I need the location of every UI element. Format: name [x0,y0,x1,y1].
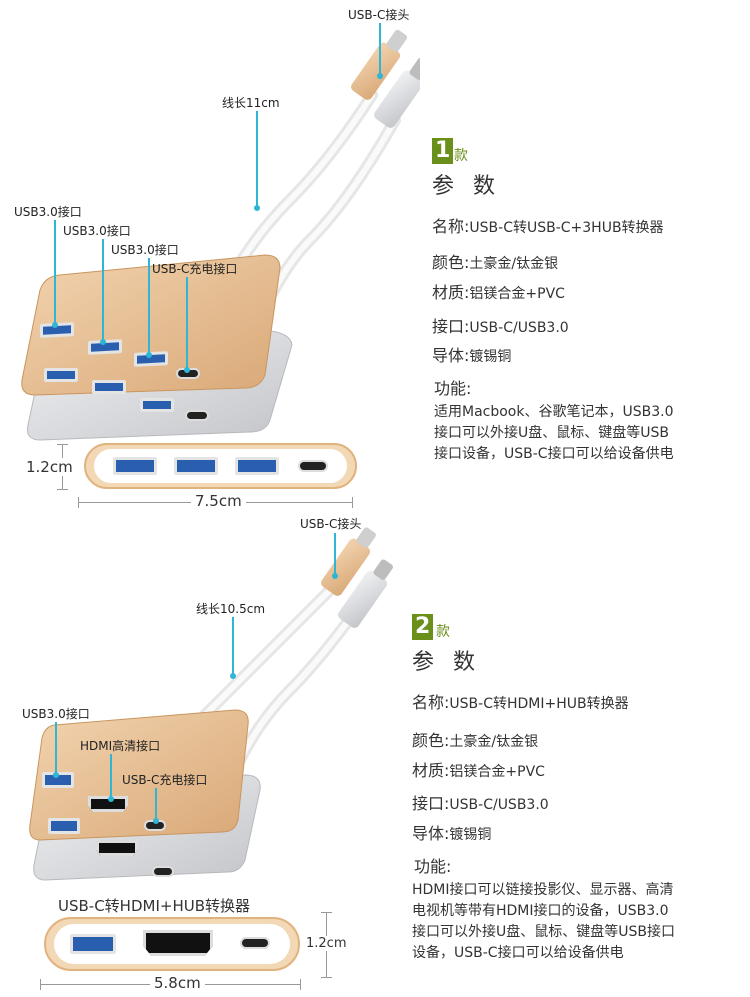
usb-port-icon [44,368,78,382]
spec-conductor: 导体:镀锡铜 [412,824,492,843]
spec-heading: 参 数 [412,650,481,675]
callout-cable-length: 线长11cm [222,96,280,110]
callout-cable-length: 线长10.5cm [196,602,266,616]
usb-port-icon [92,380,126,394]
model-badge-number: 2 [412,614,434,640]
spec-function-label: 功能: [434,379,472,398]
usb-port-icon [113,457,157,475]
spec-heading: 参 数 [432,174,501,199]
usb-c-port-icon [152,866,174,877]
spec-color: 颜色:土豪金/钛金银 [432,253,559,272]
callout-usb-port: USB3.0接口 [111,243,179,257]
spec-function-label: 功能: [414,857,452,876]
usb-port-icon [174,457,218,475]
usb-c-port-icon [240,937,270,949]
usb-port-icon [140,398,174,412]
model-badge-suffix: 款 [436,624,450,640]
hdmi-port-icon [143,930,213,956]
callout-usb-port: USB3.0接口 [14,205,82,219]
spec-port: 接口:USB-C/USB3.0 [412,794,549,813]
height-dimension: 1.2cm [26,458,73,476]
front-view-caption: USB-C转HDMI+HUB转换器 [58,897,250,915]
callout-usb-port: USB3.0接口 [63,224,131,238]
callout-charging-port: USB-C充电接口 [152,262,238,276]
model-badge-suffix: 款 [454,148,468,164]
spec-material: 材质:铝镁合金+PVC [412,761,545,780]
usb-port-icon [70,934,116,954]
usb-port-icon [48,818,80,834]
callout-hdmi-port: HDMI高清接口 [80,739,161,753]
usb-c-port-icon [185,410,209,421]
height-dimension: 1.2cm [306,936,347,951]
callout-usb-port: USB3.0接口 [22,707,90,721]
spec-name: 名称:USB-C转USB-C+3HUB转换器 [432,217,664,236]
usb-c-port-icon [298,460,328,472]
spec-material: 材质:铝镁合金+PVC [432,283,565,302]
usb-port-icon [235,457,279,475]
spec-name: 名称:USB-C转HDMI+HUB转换器 [412,693,629,712]
spec-port: 接口:USB-C/USB3.0 [432,317,569,336]
callout-charging-port: USB-C充电接口 [122,773,208,787]
spec-color: 颜色:土豪金/钛金银 [412,731,539,750]
callout-usbc-connector: USB-C接头 [300,517,362,531]
width-dimension: 7.5cm [191,492,246,510]
width-dimension: 5.8cm [150,974,205,992]
spec-function-description: HDMI接口可以链接投影仪、显示器、高清 电视机等带有HDMI接口的设备，USB… [412,882,675,961]
spec-function-description: 适用Macbook、谷歌笔记本，USB3.0 接口可以外接U盘、鼠标、键盘等US… [434,404,674,462]
spec-conductor: 导体:镀锡铜 [432,346,512,365]
callout-usbc-connector: USB-C接头 [348,8,410,22]
hdmi-port-icon [96,840,138,856]
model-badge-number: 1 [432,138,454,164]
product1-illustration [21,29,420,441]
